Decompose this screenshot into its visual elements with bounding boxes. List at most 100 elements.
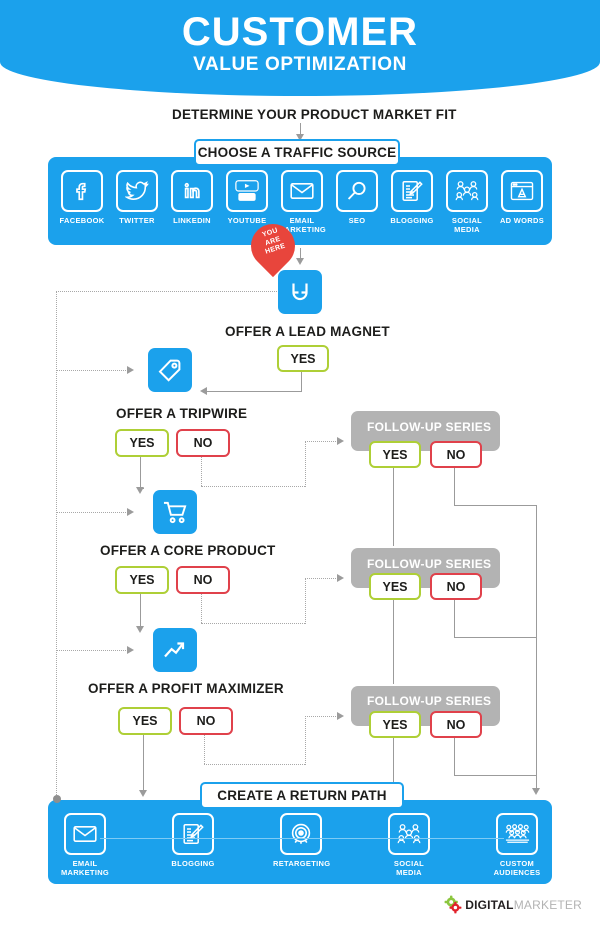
target-icon — [280, 813, 322, 855]
connector-lm-yes-down — [301, 368, 302, 391]
traffic-source-seo[interactable]: SEO — [329, 170, 385, 225]
traffic-source-social-media[interactable]: SOCIAL MEDIA — [439, 170, 495, 234]
traffic-source-label: YOUTUBE — [227, 216, 267, 225]
connector-profit-no-up — [305, 716, 306, 765]
twitter-icon — [116, 170, 158, 212]
create-a-return-path-pill[interactable]: CREATE A RETURN PATH — [200, 782, 404, 809]
traffic-source-twitter[interactable]: TWITTER — [109, 170, 165, 225]
connector-tripwire-no-right — [201, 486, 305, 487]
return-path-label: SOCIAL MEDIA — [393, 859, 425, 877]
traffic-source-youtube[interactable]: Tube YOUTUBE — [219, 170, 275, 225]
arrowhead-core-yes — [136, 626, 144, 633]
audience-icon — [496, 813, 538, 855]
arrowhead-profit-no-to-fup — [337, 712, 344, 720]
shopping-cart-icon — [163, 501, 186, 523]
follow-up-1-no-chip[interactable]: NO — [430, 441, 482, 468]
core-product-yes-chip[interactable]: YES — [115, 566, 169, 594]
return-path-blogging[interactable]: BLOGGING — [165, 813, 221, 868]
traffic-source-ad-words[interactable]: AD WORDS — [494, 170, 550, 225]
return-path-email-marketing[interactable]: EMAIL MARKETING — [57, 813, 113, 877]
profit-maximizer-yes-chip[interactable]: YES — [118, 707, 172, 735]
left-rail-endpoint-dot — [53, 795, 61, 803]
connector-tripwire-no-down — [201, 453, 202, 486]
profit-maximizer-no-chip[interactable]: NO — [179, 707, 233, 735]
return-path-custom-audiences[interactable]: CUSTOM AUDIENCES — [489, 813, 545, 877]
return-path-rail — [100, 838, 504, 839]
social-group-icon — [446, 170, 488, 212]
traffic-source-label: AD WORDS — [499, 216, 545, 225]
social-group-icon — [388, 813, 430, 855]
connector-fup2-no-right — [454, 637, 536, 638]
tripwire-yes-chip[interactable]: YES — [115, 429, 169, 457]
arrowhead-tripwire-yes — [136, 487, 144, 494]
return-path-label: RETARGETING — [273, 859, 331, 868]
connector-core-no-to-fup — [305, 578, 338, 579]
traffic-source-label: EMAIL MARKETING — [277, 216, 327, 234]
connector-profit-no-right — [204, 764, 305, 765]
connector-tripwire-no-to-fup — [305, 441, 338, 442]
linkedin-icon — [171, 170, 213, 212]
traffic-source-label: FACEBOOK — [59, 216, 105, 225]
connector-determine-to-traffic — [300, 123, 301, 136]
return-path-social-media[interactable]: SOCIAL MEDIA — [381, 813, 437, 877]
step-title-tripwire: OFFER A TRIPWIRE — [116, 406, 248, 421]
follow-up-series-1-label: FOLLOW-UP SERIES — [367, 420, 492, 434]
choose-a-traffic-source-pill[interactable]: CHOOSE A TRAFFIC SOURCE — [194, 139, 400, 166]
digitalmarketer-logo[interactable]: DIGITAL MARKETER — [443, 895, 582, 915]
blog-pencil-icon — [172, 813, 214, 855]
traffic-source-facebook[interactable]: FACEBOOK — [54, 170, 110, 225]
step-title-profit-maximizer: OFFER A PROFIT MAXIMIZER — [88, 681, 284, 696]
connector-traffic-to-lead-magnet — [300, 248, 301, 260]
traffic-source-blogging[interactable]: BLOGGING — [384, 170, 440, 225]
connector-tripwire-no-up — [305, 441, 306, 487]
traffic-source-email-marketing[interactable]: EMAIL MARKETING — [274, 170, 330, 234]
core-product-tile[interactable] — [153, 490, 197, 534]
connector-right-rail — [536, 505, 537, 790]
arrowhead-lm-yes-to-tripwire — [200, 387, 207, 395]
step-title-lead-magnet: OFFER A LEAD MAGNET — [225, 324, 390, 339]
connector-left-rail-tripwire — [56, 370, 128, 371]
follow-up-series-3-label: FOLLOW-UP SERIES — [367, 694, 492, 708]
logo-text-light: MARKETER — [513, 898, 582, 912]
browser-ad-icon — [501, 170, 543, 212]
connector-left-rail-profit — [56, 650, 128, 651]
connector-core-no-down — [201, 590, 202, 623]
connector-core-yes-down — [140, 590, 141, 627]
return-path-label: EMAIL MARKETING — [60, 859, 110, 877]
follow-up-3-yes-chip[interactable]: YES — [369, 711, 421, 738]
lead-magnet-tile[interactable] — [278, 270, 322, 314]
core-product-no-chip[interactable]: NO — [176, 566, 230, 594]
traffic-source-linkedin[interactable]: LINKEDIN — [164, 170, 220, 225]
connector-left-rail-core — [56, 512, 128, 513]
growth-chart-icon — [164, 642, 185, 658]
svg-text:Tube: Tube — [240, 194, 255, 201]
return-path-label: CUSTOM AUDIENCES — [493, 859, 541, 877]
facebook-icon — [61, 170, 103, 212]
arrowhead-determine-to-traffic — [296, 134, 304, 141]
connector-fup3-no-down — [454, 734, 455, 775]
follow-up-3-no-chip[interactable]: NO — [430, 711, 482, 738]
follow-up-2-yes-chip[interactable]: YES — [369, 573, 421, 600]
tripwire-no-chip[interactable]: NO — [176, 429, 230, 457]
tripwire-tile[interactable] — [148, 348, 192, 392]
logo-text-bold: DIGITAL — [465, 898, 514, 912]
connector-fup1-yes-down — [393, 464, 394, 546]
connector-fup2-yes-down — [393, 596, 394, 684]
traffic-source-label: SEO — [348, 216, 366, 225]
arrowhead-tripwire-no-to-fup — [337, 437, 344, 445]
page-title: CUSTOMER — [181, 10, 419, 54]
connector-lm-yes-left — [207, 391, 302, 392]
step-title-core-product: OFFER A CORE PRODUCT — [100, 543, 276, 558]
follow-up-2-no-chip[interactable]: NO — [430, 573, 482, 600]
blog-pencil-icon — [391, 170, 433, 212]
profit-maximizer-tile[interactable] — [153, 628, 197, 672]
return-path-retargeting[interactable]: RETARGETING — [273, 813, 331, 868]
connector-tripwire-yes-down — [140, 453, 141, 488]
connector-core-no-right — [201, 623, 305, 624]
connector-fup1-no-down — [454, 464, 455, 505]
lead-magnet-yes-chip[interactable]: YES — [277, 345, 329, 372]
traffic-source-label: LINKEDIN — [173, 216, 211, 225]
follow-up-1-yes-chip[interactable]: YES — [369, 441, 421, 468]
connector-profit-no-to-fup — [305, 716, 338, 717]
